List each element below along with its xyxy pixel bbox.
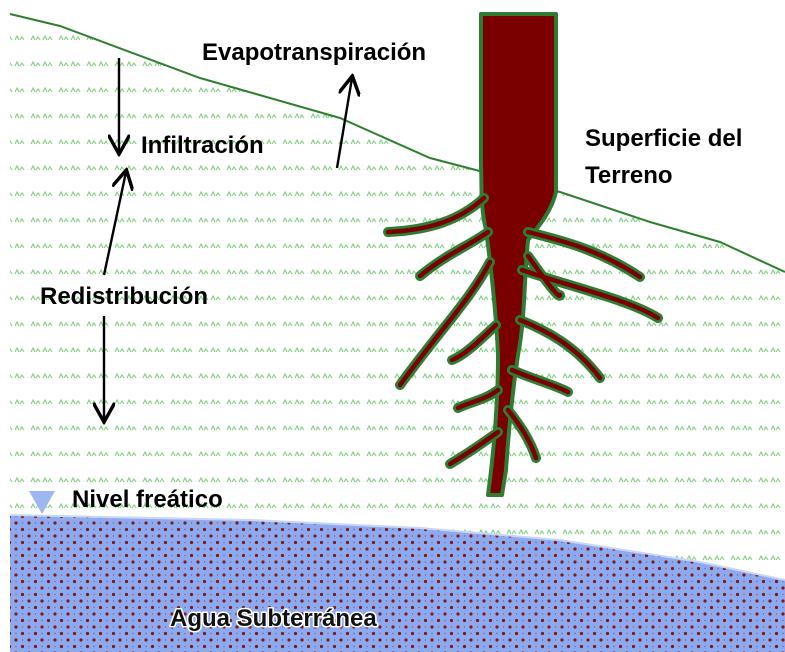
- redistribution-label: Redistribución: [40, 283, 208, 310]
- evapotranspiration-label: Evapotranspiración: [202, 39, 426, 66]
- groundwater-label: Agua Subterránea: [170, 605, 377, 632]
- infiltration-label: Infiltración: [141, 132, 264, 159]
- water-table-label: Nivel freático: [72, 486, 223, 513]
- ground-surface-label-line1: Superficie del: [585, 125, 742, 152]
- ground-surface-label-line2: Terreno: [585, 162, 673, 189]
